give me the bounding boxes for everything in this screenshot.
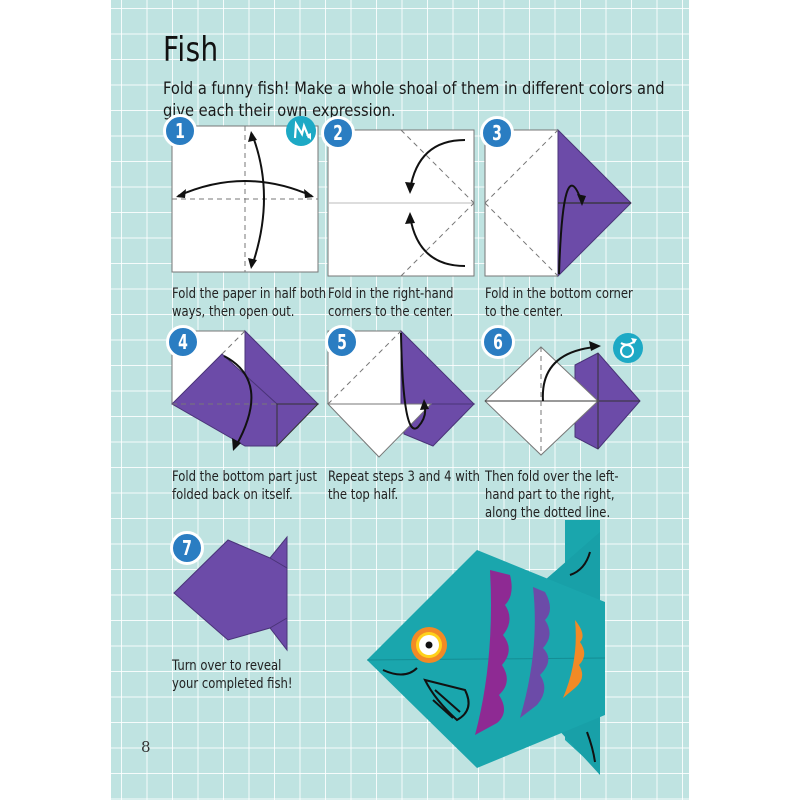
- turn-over-icon: [613, 333, 643, 363]
- step-7-diagram: [173, 535, 288, 652]
- instruction-page: Fish Fold a funny fish! Make a whole sho…: [111, 0, 689, 800]
- step-number-badge: 4: [166, 325, 200, 359]
- step-1: 1: [163, 114, 319, 273]
- step-6-caption: Then fold over the left-hand part to the…: [485, 469, 619, 521]
- finished-fish-illustration: [365, 520, 625, 790]
- step-3: 3: [480, 116, 632, 278]
- step-number-badge: 5: [325, 325, 359, 359]
- step-number-badge: 7: [170, 531, 204, 565]
- step-4: 4: [166, 325, 320, 477]
- step-7: 7: [170, 531, 292, 655]
- step-number-badge: 6: [481, 325, 515, 359]
- step-3-diagram: [484, 128, 632, 278]
- intro-text: Fold a funny fish! Make a whole shoal of…: [163, 79, 665, 121]
- step-6-diagram: [484, 341, 641, 456]
- step-6: 6: [481, 325, 645, 463]
- step-2-diagram: [327, 129, 475, 277]
- step-number-badge: 1: [163, 114, 197, 148]
- step-2: 2: [321, 116, 475, 277]
- page-number: 8: [141, 738, 151, 756]
- page-title: Fish: [163, 30, 219, 70]
- valley-fold-icon: [286, 116, 316, 146]
- step-1-diagram: [171, 125, 319, 273]
- step-5: 5: [325, 325, 476, 477]
- step-number-badge: 2: [321, 116, 355, 150]
- step-number-badge: 3: [480, 116, 514, 150]
